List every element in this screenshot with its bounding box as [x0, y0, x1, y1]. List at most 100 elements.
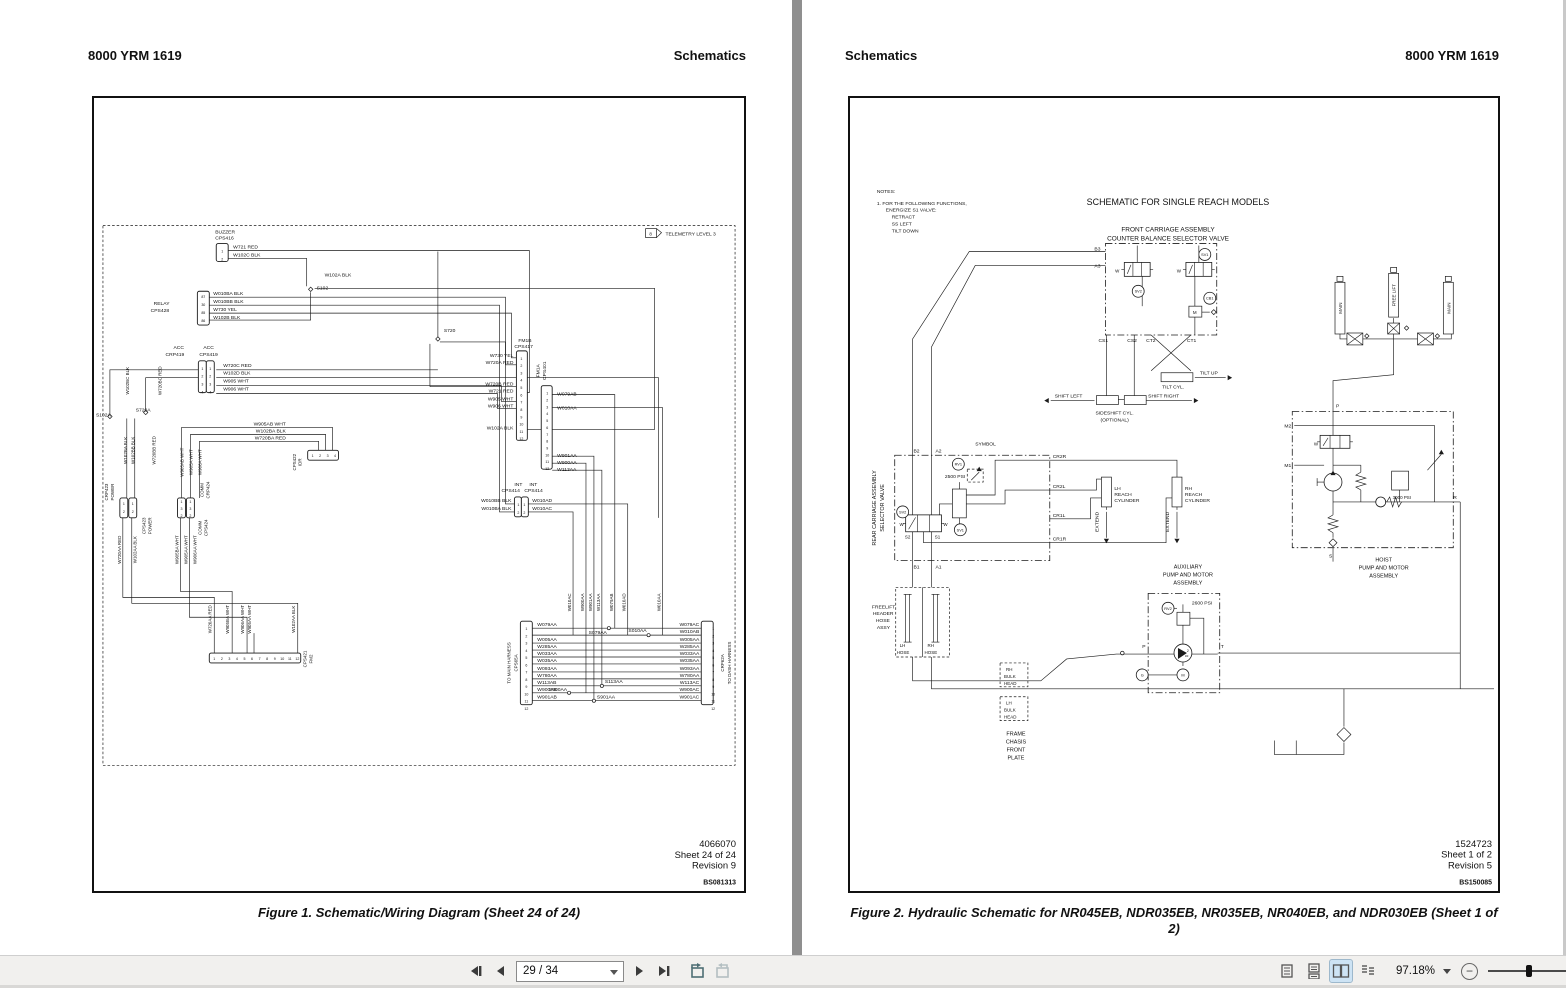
svg-text:A2: A2 — [935, 448, 941, 454]
svg-text:CS2: CS2 — [1127, 338, 1137, 344]
svg-text:COMM: COMM — [197, 520, 202, 534]
svg-text:TILT DOWN: TILT DOWN — [892, 229, 919, 235]
svg-text:HEAD: HEAD — [1004, 715, 1017, 720]
svg-text:FREE LIFT: FREE LIFT — [1392, 284, 1397, 307]
svg-text:RV1: RV1 — [955, 462, 962, 467]
previous-page-icon — [495, 965, 507, 977]
zoom-out-button[interactable]: − — [1461, 963, 1478, 980]
svg-text:W113AA: W113AA — [557, 467, 577, 473]
svg-text:S: S — [1329, 554, 1333, 560]
svg-text:1: 1 — [712, 627, 714, 631]
svg-text:W093AA: W093AA — [537, 666, 557, 672]
svg-text:2: 2 — [180, 514, 182, 518]
svg-text:W010AD: W010AD — [622, 593, 627, 612]
svg-text:CT2: CT2 — [1146, 338, 1156, 344]
svg-text:W010BB BLK: W010BB BLK — [213, 299, 244, 305]
svg-text:W093AA: W093AA — [680, 666, 700, 672]
svg-text:2: 2 — [221, 657, 223, 661]
svg-text:11: 11 — [520, 430, 524, 434]
svg-text:RH: RH — [1185, 486, 1193, 492]
svg-text:M1: M1 — [1284, 463, 1291, 469]
svg-text:LH: LH — [900, 643, 906, 648]
svg-text:W720A RED: W720A RED — [486, 360, 514, 366]
svg-text:5: 5 — [712, 656, 714, 660]
page-dropdown-icon[interactable] — [610, 970, 618, 975]
header-doc-number: 8000 YRM 1619 — [1405, 48, 1499, 63]
svg-text:B2: B2 — [914, 448, 920, 454]
svg-text:S2: S2 — [905, 535, 911, 540]
svg-text:3000 PSI: 3000 PSI — [1393, 495, 1411, 500]
svg-text:W102D BLK: W102D BLK — [223, 371, 251, 377]
svg-text:W: W — [899, 522, 904, 527]
svg-text:NOTES:: NOTES: — [877, 189, 895, 195]
svg-text:S720: S720 — [444, 328, 456, 334]
svg-text:2: 2 — [525, 634, 527, 638]
svg-text:3: 3 — [525, 642, 527, 646]
svg-text:W720B RED: W720B RED — [485, 382, 513, 388]
next-view-button[interactable] — [712, 960, 732, 982]
svg-text:86: 86 — [201, 319, 205, 323]
svg-text:HEADER: HEADER — [873, 611, 894, 617]
svg-text:W: W — [943, 522, 948, 527]
svg-text:W102A BLK: W102A BLK — [487, 425, 514, 431]
svg-text:Sheet 1 of 2: Sheet 1 of 2 — [1441, 850, 1492, 861]
svg-text:Sheet 24 of 24: Sheet 24 of 24 — [675, 850, 736, 861]
first-page-button[interactable] — [466, 960, 486, 982]
svg-text:ASSY: ASSY — [877, 625, 891, 631]
svg-text:W010AB: W010AB — [680, 629, 700, 635]
svg-text:12: 12 — [545, 467, 549, 471]
svg-text:3: 3 — [327, 454, 329, 458]
page-number-input[interactable]: 29 / 34 — [516, 961, 624, 982]
right-page: Schematics 8000 YRM 1619 SV1SV2CB1RV1SV2… — [802, 0, 1563, 955]
svg-text:6: 6 — [520, 393, 522, 397]
first-page-icon — [469, 965, 483, 977]
two-page-layout-button[interactable] — [1330, 960, 1352, 982]
header-section: Schematics — [674, 48, 746, 63]
next-page-button[interactable] — [629, 960, 649, 982]
previous-page-button[interactable] — [491, 960, 511, 982]
svg-text:SV1: SV1 — [1201, 252, 1208, 257]
svg-text:11: 11 — [524, 700, 528, 704]
last-page-button[interactable] — [654, 960, 674, 982]
last-page-icon — [657, 965, 671, 977]
header-section: Schematics — [845, 48, 917, 63]
svg-text:SYMBOL: SYMBOL — [975, 441, 996, 447]
svg-text:W010AC: W010AC — [532, 506, 552, 512]
next-page-icon — [633, 965, 645, 977]
single-page-layout-button[interactable] — [1276, 960, 1298, 982]
svg-text:CRP423: CRP423 — [104, 483, 109, 500]
previous-view-icon — [688, 963, 706, 979]
continuous-layout-button[interactable] — [1303, 960, 1325, 982]
svg-text:W010BB BLK: W010BB BLK — [481, 498, 512, 504]
svg-text:(OPTIONAL): (OPTIONAL) — [1100, 417, 1129, 423]
svg-text:CPS428: CPS428 — [151, 308, 170, 314]
svg-text:W906 WHT: W906 WHT — [488, 404, 514, 410]
svg-text:1: 1 — [517, 503, 519, 507]
svg-text:SHIFT LEFT: SHIFT LEFT — [1055, 394, 1083, 400]
hydraulic-diagram-canvas: SV1SV2CB1RV1SV2SV1RV2GMNOTES:1. FOR THE … — [850, 98, 1498, 891]
previous-view-button[interactable] — [687, 960, 707, 982]
svg-text:SV2: SV2 — [899, 509, 906, 514]
svg-text:1: 1 — [189, 500, 191, 504]
svg-text:W900AA: W900AA — [557, 460, 577, 466]
svg-text:1: 1 — [312, 454, 314, 458]
svg-text:2: 2 — [319, 454, 321, 458]
svg-text:FRONT: FRONT — [1007, 747, 1026, 753]
svg-text:SIDESHIFT CYL.: SIDESHIFT CYL. — [1095, 410, 1133, 416]
two-page-continuous-layout-button[interactable] — [1357, 960, 1379, 982]
svg-text:W113AA: W113AA — [596, 594, 601, 611]
svg-text:P: P — [1336, 404, 1340, 410]
svg-text:1: 1 — [523, 503, 525, 507]
zoom-slider[interactable] — [1488, 960, 1566, 982]
svg-text:ACC: ACC — [174, 345, 185, 351]
page-navigation: 29 / 34 — [466, 960, 732, 982]
svg-text:1: 1 — [213, 657, 215, 661]
zoom-dropdown-icon[interactable] — [1443, 969, 1451, 974]
svg-text:W102BC BLK: W102BC BLK — [125, 367, 130, 395]
svg-text:5: 5 — [546, 419, 548, 423]
zoom-slider-handle[interactable] — [1526, 965, 1532, 977]
svg-text:W901AA: W901AA — [588, 594, 593, 612]
svg-text:30: 30 — [201, 303, 205, 307]
svg-text:W906AA WHT: W906AA WHT — [192, 535, 197, 564]
svg-text:HEAD: HEAD — [1004, 681, 1017, 686]
